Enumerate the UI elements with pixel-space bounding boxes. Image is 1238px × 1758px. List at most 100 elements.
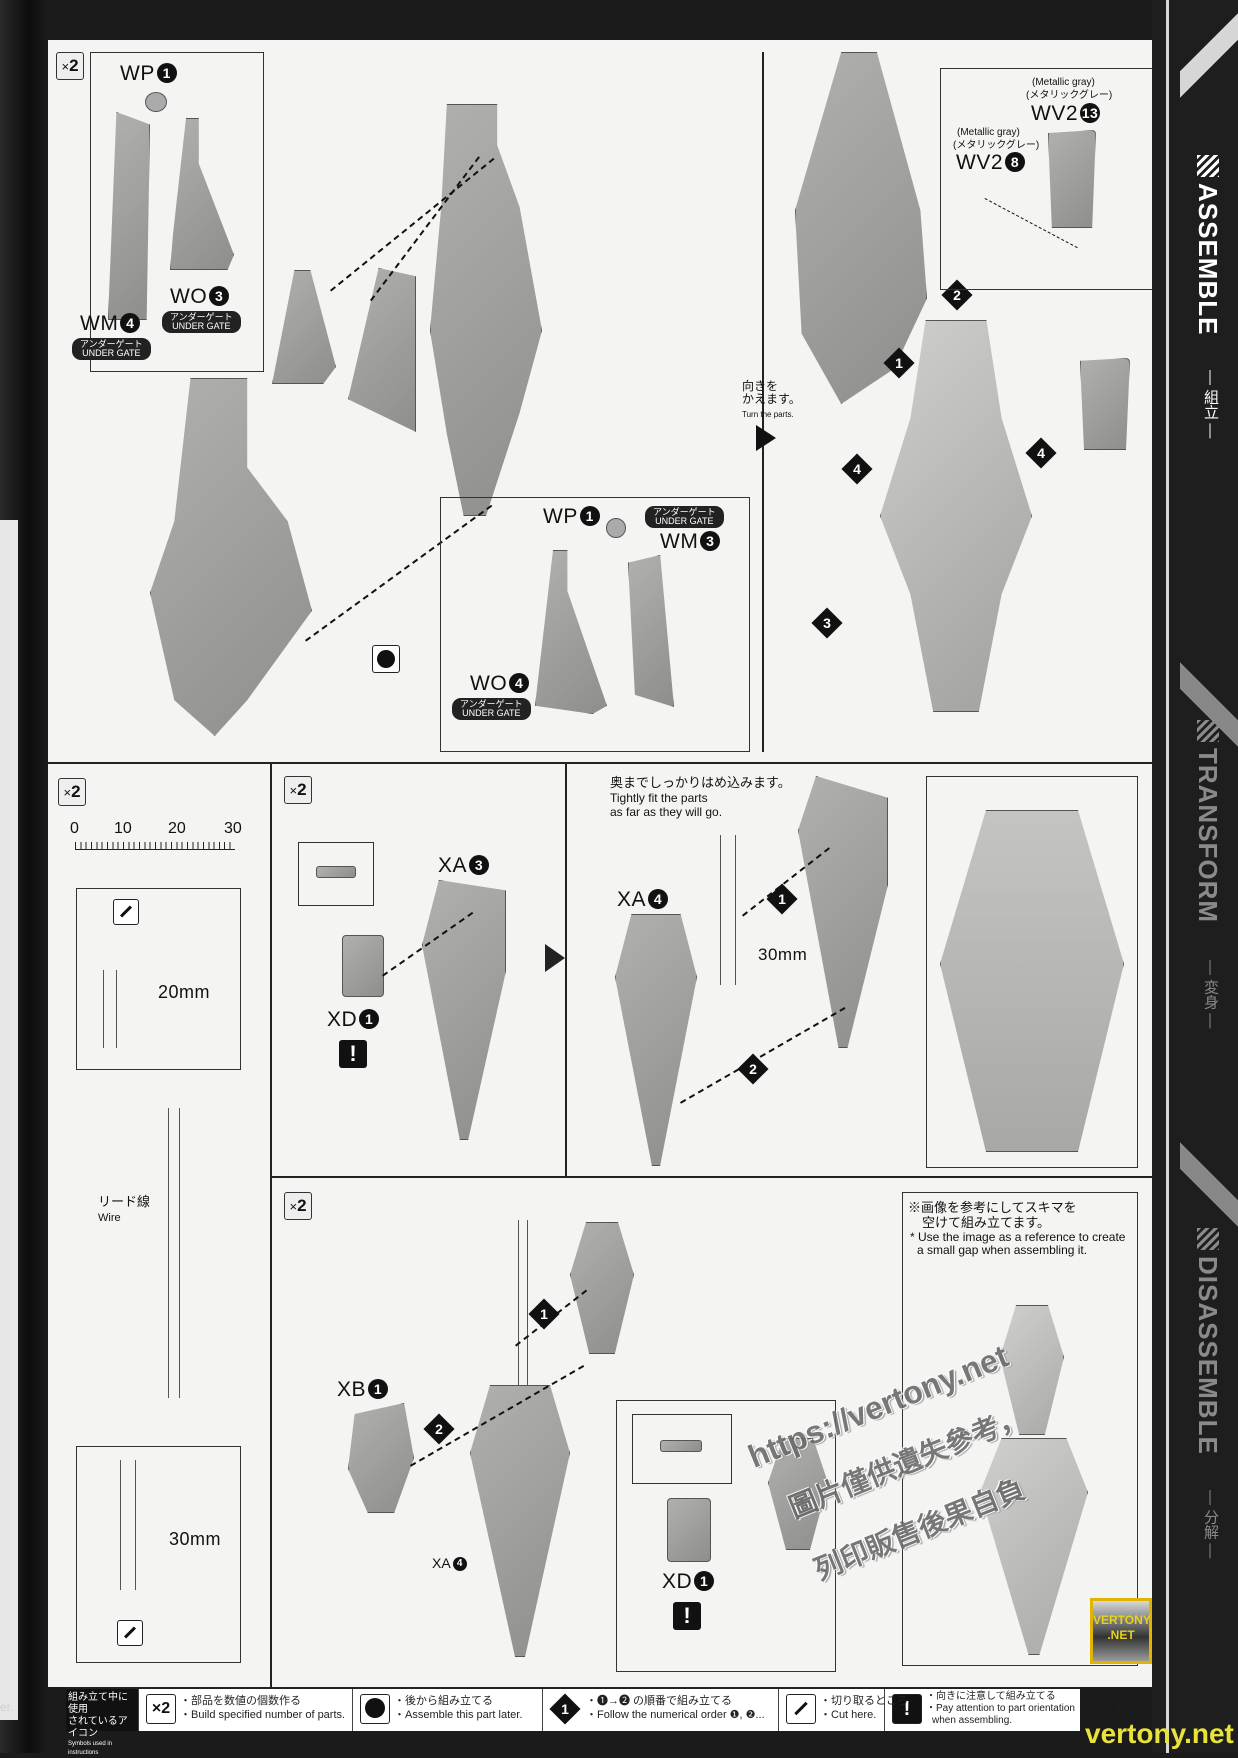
panel-divider [565,762,567,1176]
gap-note-jp: ※画像を参考にしてスキマを空けて組み立てます。 [908,1200,1077,1230]
multiplier-badge: ×2 [58,778,86,806]
color-label-jp: (メタリックグレー) [953,140,1040,151]
measure-30mm: 30mm [758,945,808,964]
part-xd1 [667,1498,711,1562]
vertony-logo: VERTONY.NET [1090,1598,1152,1664]
orientation-warning-icon: ! [673,1602,701,1630]
wire-label-jp: リード線 [98,1194,151,1209]
inset-box-2 [440,497,750,752]
previous-page-edge [0,520,18,1720]
panel-divider [762,52,764,752]
step-marker: 2 [737,1053,769,1085]
part-wv2-13-assembled [1080,358,1130,450]
part-xd1-detail [316,866,356,878]
color-label-jp: (メタリックグレー) [1026,90,1113,101]
next-arrow-icon [545,944,565,972]
callout-box [940,68,1153,290]
row-divider [48,762,1152,764]
previous-page-text: er. [0,1700,14,1714]
legend-text: ・後から組み立てる・Assemble this part later. [394,1695,523,1721]
section-title: ASSEMBLE [1192,155,1223,335]
part-wv2-13 [1048,130,1096,228]
step-marker: 4 [1025,437,1057,469]
nipper-icon [113,899,139,925]
panel-divider [270,762,272,1687]
multiplier-badge: ×2 [56,52,84,80]
detail-box [926,776,1138,1168]
nipper-icon [117,1620,143,1646]
color-label-en: (Metallic gray) [957,127,1020,138]
page-number: 57 [1100,1688,1134,1721]
inset-box [90,52,264,372]
legend-item: ×2 ・部品を数値の個数作る・Build specified number of… [138,1689,353,1731]
step-marker: 3 [811,607,843,639]
legend-item: ・切り取るところ・Cut here. [778,1689,908,1731]
wire-detail-box [76,888,241,1070]
section-subtitle: — 組立 — [1202,370,1219,439]
multiplier-badge: ×2 [284,776,312,804]
wire-split-top [103,970,117,1048]
legend-item: ・後から組み立てる・Assemble this part later. [352,1689,543,1731]
next-arrow-icon [756,425,776,451]
section-subtitle: — 分解 — [1202,1490,1219,1559]
wire-split-bottom [120,1460,136,1590]
turn-parts-en: Turn the parts. [742,410,794,419]
ruler-tick-label: 20 [168,820,186,837]
exclamation-icon: ! [892,1694,922,1724]
x2-icon: ×2 [146,1694,176,1724]
ruler-scale [75,842,235,850]
part-wp1 [145,92,167,112]
part-xd1 [342,935,384,997]
step-marker: 1 [528,1298,560,1330]
wire [518,1220,528,1385]
note-en: as far as they will go. [610,805,723,819]
step-marker: 4 [841,453,873,485]
assemble-later-icon [360,1694,390,1724]
watermark-site: vertony.net [1085,1718,1234,1749]
section-title: TRANSFORM [1192,720,1223,923]
note-jp: 奥までしっかりはめ込みます。 [610,775,791,790]
part-wp1 [606,518,626,538]
sidebar-separator [1166,0,1169,1753]
step-order-icon: 1 [549,1693,581,1725]
wire [720,835,736,985]
hatch-icon [1197,720,1219,742]
section-subtitle: — 変身 — [1202,960,1219,1029]
legend-item: 1 ・❶→❷ の順番で組み立てる・Follow the numerical or… [542,1689,779,1731]
gap-note-en: * Use the image as a reference to create… [910,1230,1126,1257]
legend-text: ・❶→❷ の順番で組み立てる・Follow the numerical orde… [586,1695,765,1721]
icon-legend-bar: 組み立て中に使用 されているアイコン Symbols used in instr… [66,1687,1080,1756]
step-marker: 1 [766,883,798,915]
note-en: Tightly fit the parts [610,791,708,805]
section-title: DISASSEMBLE [1192,1228,1223,1455]
part-detail-box [616,1400,836,1672]
wire-label-en: Wire [98,1212,121,1224]
part-detail-inner-box [632,1414,732,1484]
legend-text: ・向きに注意して組み立てる・Pay attention to part orie… [926,1691,1075,1726]
part-xd1-detail [660,1440,702,1452]
assemble-later-icon [372,645,400,673]
orientation-warning-icon: ! [339,1040,367,1068]
sidebar-stripe [1180,1120,1238,1240]
legend-item: ! ・向きに注意して組み立てる・Pay attention to part or… [884,1689,1080,1731]
nipper-icon [786,1694,816,1724]
part-detail-box [298,842,374,906]
color-label-en: (Metallic gray) [1032,77,1095,88]
step-marker: 2 [423,1413,455,1445]
ruler-tick-label: 0 [70,820,79,837]
